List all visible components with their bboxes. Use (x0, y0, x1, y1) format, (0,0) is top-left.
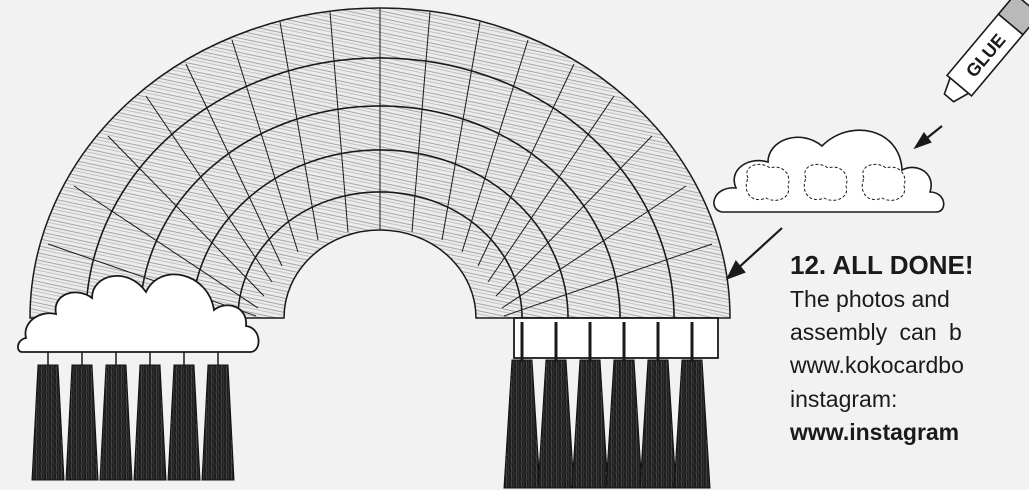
left-tassels (32, 352, 234, 480)
instruction-line: instagram: (790, 386, 897, 413)
arrow-to-cloud (916, 126, 942, 147)
small-cloud-diagram (714, 130, 944, 212)
rainbow-arc (30, 8, 730, 318)
instruction-line: The photos and (790, 286, 950, 313)
instruction-line: assembly can b (790, 319, 962, 346)
arrow-to-rainbow (728, 228, 782, 278)
step-title: 12. ALL DONE! (790, 250, 973, 281)
website-link[interactable]: www.kokocardbo (790, 352, 964, 379)
right-base (514, 318, 718, 358)
glue-tube: GLUE (937, 0, 1029, 108)
instagram-link[interactable]: www.instagram (790, 419, 959, 446)
